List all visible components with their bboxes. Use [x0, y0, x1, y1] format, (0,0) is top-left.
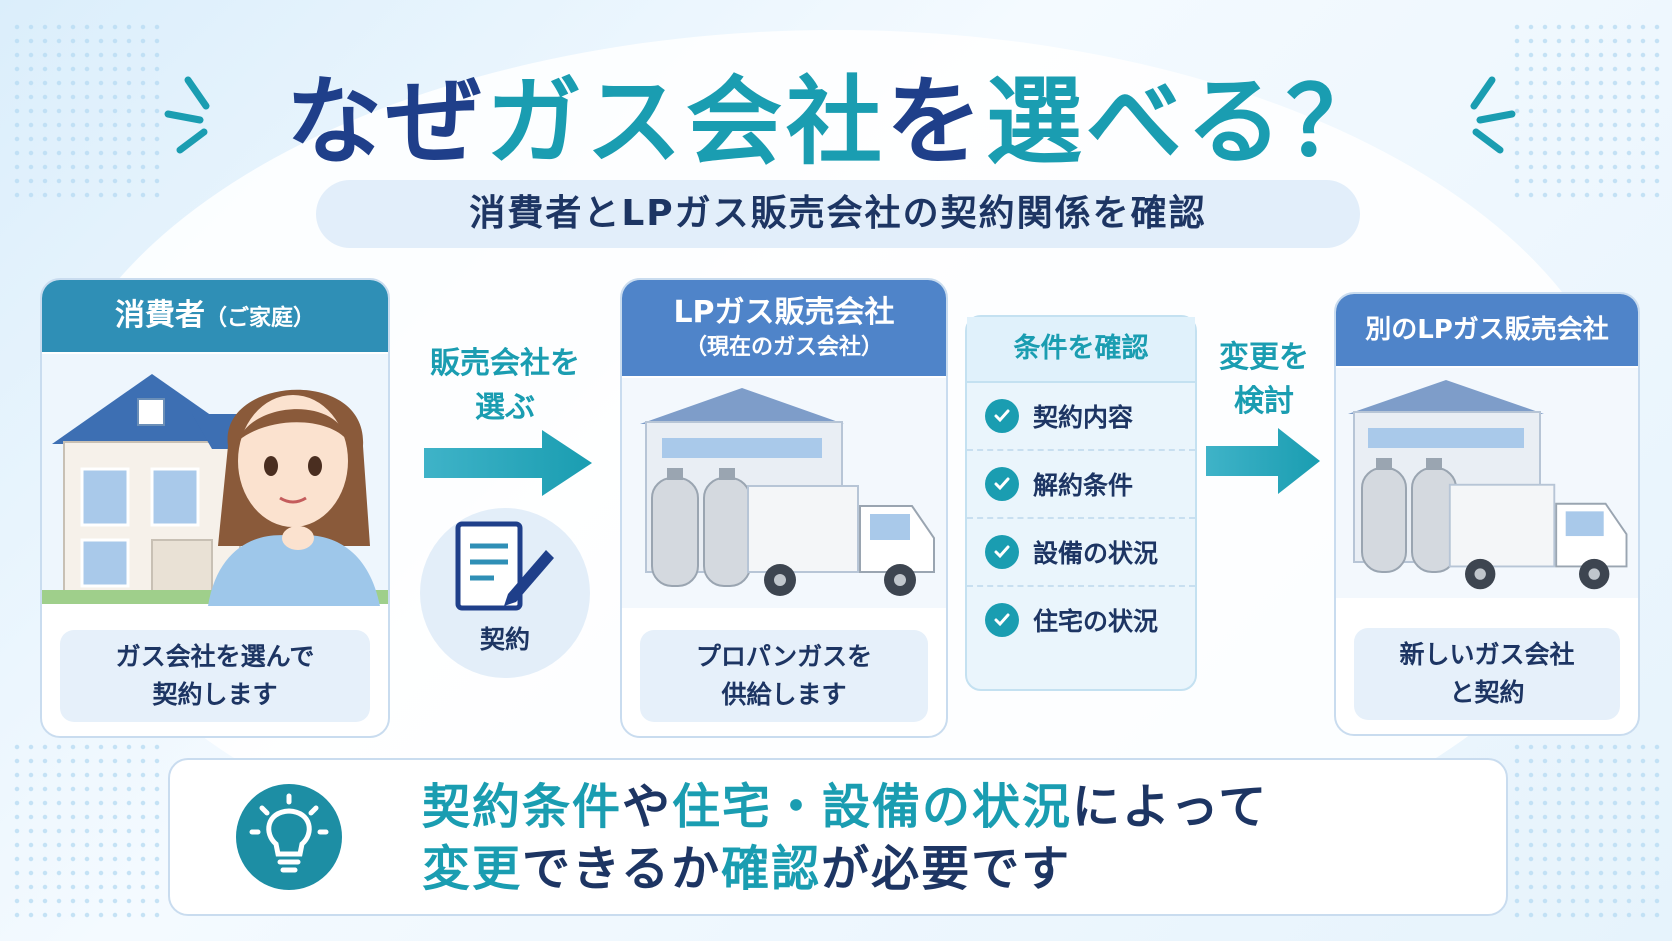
- condition-label: 設備の状況: [1033, 539, 1159, 568]
- current-company-footer-line2: 供給します: [721, 680, 847, 709]
- current-company-card: LPガス販売会社 （現在のガス会社） プロパンガスを 供給します: [620, 278, 948, 738]
- condition-item: 解約条件: [967, 451, 1195, 519]
- flow-label-choose-line1: 販売会社を: [430, 346, 580, 381]
- flow-label-consider-line1: 変更を: [1219, 340, 1309, 375]
- conditions-header: 条件を確認: [967, 317, 1195, 383]
- other-company-card: 別のLPガス販売会社 新しいガス会社 と契約: [1334, 292, 1640, 736]
- consumer-header-small: （ご家庭）: [204, 306, 315, 331]
- other-company-footer-line1: 新しいガス会社: [1399, 640, 1575, 669]
- subtitle: 消費者とLPガス販売会社の契約関係を確認: [316, 180, 1360, 248]
- truck-icon: [747, 485, 935, 596]
- bottom-text-segment: できるか: [522, 841, 722, 897]
- consumer-header-label: 消費者: [114, 298, 205, 333]
- woman-icon: [208, 389, 380, 606]
- arrow-right-icon: [424, 430, 592, 496]
- lightbulb-icon: [249, 793, 329, 873]
- dot-pattern-bottom-right: [1510, 740, 1660, 920]
- consumer-card-header: 消費者（ご家庭）: [42, 280, 388, 352]
- bottom-text-segment: が必要です: [821, 841, 1072, 897]
- flow-label-consider: 変更を 検討: [1204, 336, 1324, 424]
- flow-label-consider-line2: 検討: [1234, 384, 1294, 419]
- consumer-card-footer: ガス会社を選んで 契約します: [60, 630, 370, 722]
- bottom-message-box: 契約条件や住宅・設備の状況によって 変更できるか確認が必要です: [168, 758, 1508, 916]
- current-company-footer-line1: プロパンガスを: [695, 642, 873, 671]
- current-company-header-line1: LPガス販売会社: [673, 295, 895, 330]
- truck-icon: [1448, 483, 1628, 590]
- contract-badge: 契約: [420, 508, 590, 678]
- other-company-footer-line2: と契約: [1449, 678, 1525, 707]
- consumer-card: 消費者（ご家庭） ガス会社を選んで 契約します: [40, 278, 390, 738]
- dot-pattern-right: [1510, 20, 1660, 200]
- bottom-highlight: 変更: [422, 841, 523, 897]
- check-icon: [985, 535, 1019, 569]
- current-company-header-line2: （現在のガス会社）: [684, 335, 883, 360]
- flow-label-choose: 販売会社を 選ぶ: [410, 342, 600, 430]
- check-icon: [985, 467, 1019, 501]
- page-title: なぜガス会社を選べる？: [0, 44, 1672, 183]
- bottom-message: 契約条件や住宅・設備の状況によって 変更できるか確認が必要です: [422, 776, 1268, 900]
- title-part-1: なぜ: [286, 66, 486, 178]
- condition-label: 住宅の状況: [1033, 607, 1159, 636]
- other-company-header: 別のLPガス販売会社: [1336, 294, 1638, 366]
- condition-label: 契約内容: [1033, 403, 1134, 432]
- bottom-text-segment: によって: [1072, 779, 1269, 835]
- check-icon: [985, 603, 1019, 637]
- consumer-footer-line2: 契約します: [152, 680, 278, 709]
- title-part-4: 選べる？: [986, 66, 1386, 178]
- check-icon: [985, 399, 1019, 433]
- bottom-text-segment: や: [622, 779, 673, 835]
- current-company-header: LPガス販売会社 （現在のガス会社）: [622, 280, 946, 376]
- consumer-footer-line1: ガス会社を選んで: [115, 642, 315, 671]
- dot-pattern-left: [10, 20, 160, 200]
- bottom-highlight: 住宅・設備の状況: [672, 779, 1073, 835]
- bottom-message-line2: 変更できるか確認が必要です: [422, 838, 1268, 900]
- sparkle-icon: [1470, 76, 1516, 154]
- current-company-footer: プロパンガスを 供給します: [640, 630, 928, 722]
- title-part-2: ガス会社: [486, 66, 886, 178]
- bottom-highlight: 確認: [721, 841, 822, 897]
- dot-pattern-bottom-left: [10, 740, 160, 920]
- title-part-3: を: [886, 66, 986, 178]
- document-pen-icon: [455, 521, 554, 611]
- condition-item: 契約内容: [967, 383, 1195, 451]
- other-company-footer: 新しいガス会社 と契約: [1354, 628, 1620, 720]
- arrow-right-icon: [1206, 428, 1320, 494]
- condition-item: 設備の状況: [967, 519, 1195, 587]
- lightbulb-badge: [236, 784, 342, 890]
- condition-label: 解約条件: [1033, 471, 1134, 500]
- condition-item: 住宅の状況: [967, 587, 1195, 653]
- bottom-message-line1: 契約条件や住宅・設備の状況によって: [422, 776, 1268, 838]
- flow-label-choose-line2: 選ぶ: [475, 390, 535, 425]
- contract-label: 契約: [479, 625, 530, 654]
- conditions-panel: 条件を確認 契約内容 解約条件 設備の状況 住宅の状況: [965, 315, 1197, 691]
- bottom-highlight: 契約条件: [422, 779, 623, 835]
- sparkle-icon: [164, 76, 210, 154]
